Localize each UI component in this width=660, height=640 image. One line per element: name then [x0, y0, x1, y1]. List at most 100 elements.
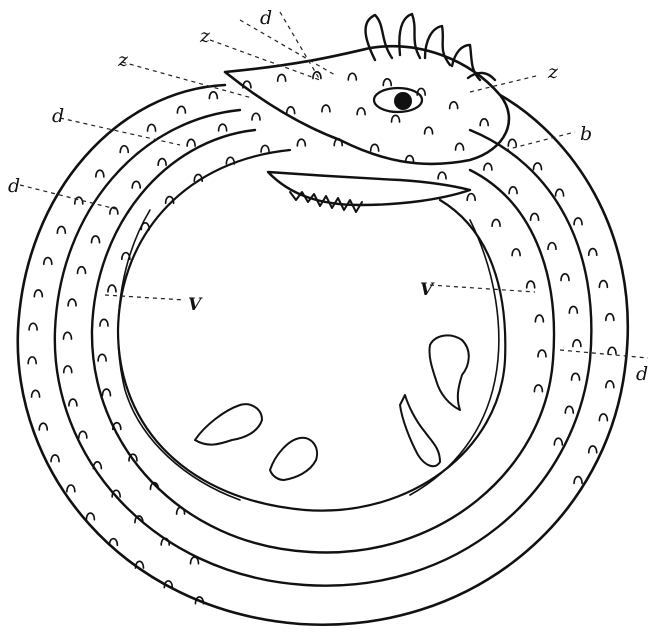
scale-mark — [67, 485, 75, 492]
scale-mark — [32, 390, 40, 397]
scale-mark — [108, 285, 116, 292]
scale-mark — [98, 354, 106, 361]
label-z-upper: z — [117, 49, 129, 71]
label-v-left: V — [188, 295, 203, 315]
scale-mark — [480, 119, 488, 126]
scale-mark — [371, 144, 379, 151]
scale-mark — [561, 274, 569, 281]
scale-mark — [383, 79, 391, 86]
scale-mark — [531, 213, 539, 220]
scale-mark — [29, 323, 37, 330]
label-d-right: d — [636, 363, 648, 385]
eye-pupil — [394, 92, 412, 110]
scale-mark — [599, 414, 607, 421]
scale-mark — [572, 373, 580, 380]
label-d-upper: d — [52, 105, 64, 127]
scale-mark — [261, 145, 269, 152]
scale-mark — [554, 438, 562, 445]
scale-mark — [297, 139, 305, 146]
scale-mark — [86, 513, 94, 520]
scale-mark — [77, 267, 85, 274]
label-v-right: V — [420, 280, 435, 300]
scale-mark — [534, 163, 542, 170]
scale-mark — [287, 107, 295, 114]
scale-mark — [209, 92, 217, 99]
scale-mark — [28, 357, 36, 364]
label-d-left: d — [8, 175, 20, 197]
scale-mark — [96, 170, 104, 177]
serpent-scales — [28, 72, 616, 604]
scale-mark — [63, 332, 71, 339]
label-z-head: z — [547, 61, 559, 83]
belly-line-right — [410, 220, 499, 495]
scale-mark — [34, 290, 42, 297]
scale-mark — [252, 113, 260, 120]
scale-mark — [132, 181, 140, 188]
scale-mark — [606, 314, 614, 321]
scale-mark — [456, 143, 464, 150]
scale-mark — [606, 381, 614, 388]
scale-mark — [348, 73, 356, 80]
claw-right-lower — [400, 395, 440, 466]
inner-body-edge — [92, 130, 554, 552]
serpent-claws — [195, 335, 469, 480]
claw-right-upper — [429, 335, 468, 410]
scale-mark — [548, 243, 556, 250]
scale-mark — [512, 249, 520, 256]
scale-mark — [535, 315, 543, 322]
scale-mark — [64, 366, 72, 373]
scale-mark — [102, 389, 110, 396]
scale-mark — [484, 163, 492, 170]
scale-mark — [574, 477, 582, 484]
scale-mark — [574, 218, 582, 225]
scale-mark — [392, 115, 400, 122]
scale-mark — [322, 105, 330, 112]
scale-mark — [148, 124, 156, 131]
scale-mark — [69, 399, 77, 406]
scale-mark — [565, 406, 573, 413]
scale-mark — [278, 74, 286, 81]
scale-mark — [100, 319, 108, 326]
scale-mark — [425, 127, 433, 134]
scale-mark — [75, 197, 83, 204]
label-b-right: b — [580, 123, 592, 145]
scale-mark — [219, 124, 227, 131]
scale-mark — [57, 226, 65, 233]
scale-mark — [556, 189, 564, 196]
scale-mark — [158, 159, 166, 166]
scale-mark — [68, 299, 76, 306]
scale-mark — [527, 281, 535, 288]
scale-mark — [534, 385, 542, 392]
scale-mark — [79, 431, 87, 438]
scale-mark — [569, 306, 577, 313]
label-z-top: z — [199, 25, 211, 47]
scale-mark — [92, 236, 100, 243]
scale-mark — [187, 139, 195, 146]
scale-mark — [573, 340, 581, 347]
scale-mark — [589, 249, 597, 256]
innermost-body-edge — [118, 150, 505, 511]
label-d-top: d — [260, 7, 272, 29]
serpent-head — [225, 14, 509, 212]
scale-mark — [608, 347, 616, 354]
scale-mark — [39, 423, 47, 430]
scale-mark — [177, 106, 185, 113]
scale-mark — [589, 446, 597, 453]
scale-mark — [191, 557, 199, 564]
scale-mark — [438, 172, 446, 179]
scale-mark — [51, 455, 59, 462]
belly-segments — [118, 210, 499, 500]
scale-mark — [509, 187, 517, 194]
claw-left — [195, 404, 262, 444]
scale-mark — [467, 194, 475, 201]
scale-mark — [508, 139, 516, 146]
scale-mark — [450, 102, 458, 109]
scale-mark — [120, 146, 128, 153]
claw-middle — [270, 438, 317, 480]
scale-mark — [538, 350, 546, 357]
scale-mark — [492, 219, 500, 226]
scale-mark — [599, 281, 607, 288]
scale-mark — [44, 258, 52, 265]
scale-mark — [357, 108, 365, 115]
